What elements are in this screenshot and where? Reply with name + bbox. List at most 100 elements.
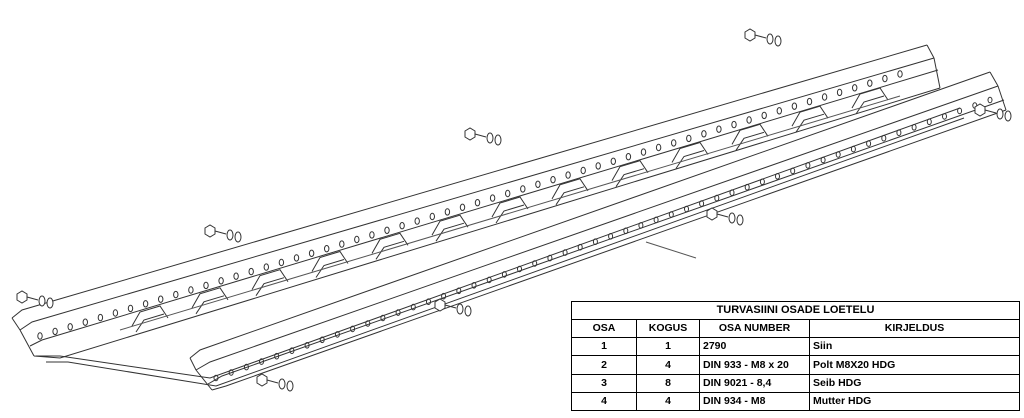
floor-rib — [852, 88, 888, 108]
rail-slot — [836, 88, 843, 97]
rail-slot — [203, 281, 209, 290]
floor-rib — [732, 124, 768, 144]
rail-slot — [228, 369, 234, 376]
floor-rib-lower — [616, 169, 644, 187]
rail-slot — [520, 185, 526, 193]
cell-kogus: 4 — [636, 355, 700, 375]
rail-slot — [429, 212, 435, 221]
floor-rib — [192, 288, 228, 308]
rail-slot — [399, 222, 405, 230]
fastener-set — [465, 128, 502, 146]
rail-slot — [761, 111, 767, 120]
rail-slot — [867, 79, 873, 87]
rail-slot — [67, 323, 73, 331]
cell-osa: 1 — [571, 337, 637, 357]
rail-slot — [505, 189, 511, 198]
floor-rib-lower — [556, 187, 584, 205]
rail-slot — [489, 194, 496, 202]
rail-slot — [52, 327, 58, 336]
header-kirjeldus: KIRJELDUS — [808, 319, 1021, 339]
rail-slot — [308, 249, 315, 258]
floor-rib-lower — [676, 151, 704, 169]
rail-slot — [987, 96, 993, 104]
rail-back — [12, 45, 940, 358]
floor-rib-lower — [496, 205, 524, 223]
parts-list-header-row: OSA KOGUS OSA NUMBER KIRJELDUS — [571, 319, 1021, 339]
rail-slot — [776, 107, 782, 115]
cell-kogus: 8 — [636, 373, 700, 393]
table-row: 4 4 DIN 934 - M8 Mutter HDG — [571, 391, 1021, 412]
cell-osa: 3 — [571, 373, 637, 393]
cell-number: DIN 934 - M8 — [699, 391, 810, 412]
rail-slot — [655, 143, 662, 152]
floor-rib — [552, 179, 588, 199]
rail-slot — [671, 139, 677, 147]
cell-osa: 2 — [571, 355, 637, 375]
fastener-set — [205, 225, 242, 243]
rail-slot — [384, 226, 390, 235]
rail-slot — [414, 217, 420, 225]
floor-rib-lower — [316, 260, 344, 278]
rail-slot — [580, 166, 586, 175]
rail-slot — [350, 325, 356, 333]
cell-kirjeldus: Polt M8X20 HDG — [808, 355, 1021, 375]
rail-slot — [97, 313, 104, 322]
rail-slot — [334, 331, 340, 338]
rail-slot — [550, 176, 556, 184]
rail-slot — [233, 272, 239, 280]
floor-rib-lower — [856, 96, 884, 114]
floor-rib — [672, 143, 708, 163]
rail-slot — [474, 199, 481, 207]
rail-slot — [595, 162, 601, 170]
rail-slot — [293, 254, 300, 262]
cell-number: DIN 933 - M8 x 20 — [699, 355, 810, 375]
rail-slot — [213, 374, 219, 382]
rail-slot — [882, 74, 888, 83]
rail-slot — [380, 314, 386, 322]
rail-slot — [289, 347, 295, 355]
floor-rib — [492, 197, 528, 217]
floor-rib-lower — [256, 278, 284, 296]
rail-slot — [263, 263, 269, 271]
cell-osa: 4 — [571, 391, 637, 412]
table-row: 1 1 2790 Siin — [571, 337, 1021, 357]
rail-slot — [897, 70, 903, 78]
fastener-set — [17, 291, 54, 309]
rail-slot — [37, 332, 43, 340]
cell-kirjeldus: Mutter HDG — [808, 391, 1021, 412]
rail-slot — [243, 363, 249, 371]
cell-kogus: 1 — [636, 337, 700, 357]
rail-front — [190, 72, 1006, 390]
floor-rib-lower — [796, 114, 824, 132]
header-kogus: KOGUS — [636, 319, 700, 339]
rail-slot — [158, 295, 164, 303]
parts-list-title: TURVASIINI OSADE LOETELU — [570, 300, 1021, 321]
rail-slot — [339, 240, 345, 248]
cell-number: 2790 — [699, 337, 810, 357]
tray-floor — [36, 88, 964, 386]
floor-rib — [312, 252, 348, 272]
rail-slot — [746, 116, 752, 124]
cell-kogus: 4 — [636, 391, 700, 412]
rail-slot — [304, 342, 310, 349]
table-row: 3 8 DIN 9021 - 8,4 Seib HDG — [571, 373, 1021, 393]
rail-slot — [640, 148, 647, 156]
floor-rib — [252, 270, 288, 290]
rail-slot — [278, 258, 285, 267]
rail-slot — [852, 84, 858, 92]
rail-slot — [821, 93, 828, 101]
header-osa: OSA — [571, 319, 637, 339]
tray-floor-ribs — [132, 88, 888, 332]
floor-rib-lower — [436, 223, 464, 241]
rail-slot — [127, 304, 134, 313]
rail-back-slots — [37, 70, 903, 340]
floor-rib-lower — [736, 132, 764, 150]
fastener-set — [745, 29, 782, 47]
rail-slot — [259, 358, 264, 365]
rail-slot — [173, 290, 179, 299]
rail-slot — [625, 153, 632, 161]
rail-slot — [444, 208, 451, 216]
rail-slot — [565, 171, 571, 179]
rail-slot — [324, 245, 330, 253]
rail-slot — [218, 277, 224, 285]
